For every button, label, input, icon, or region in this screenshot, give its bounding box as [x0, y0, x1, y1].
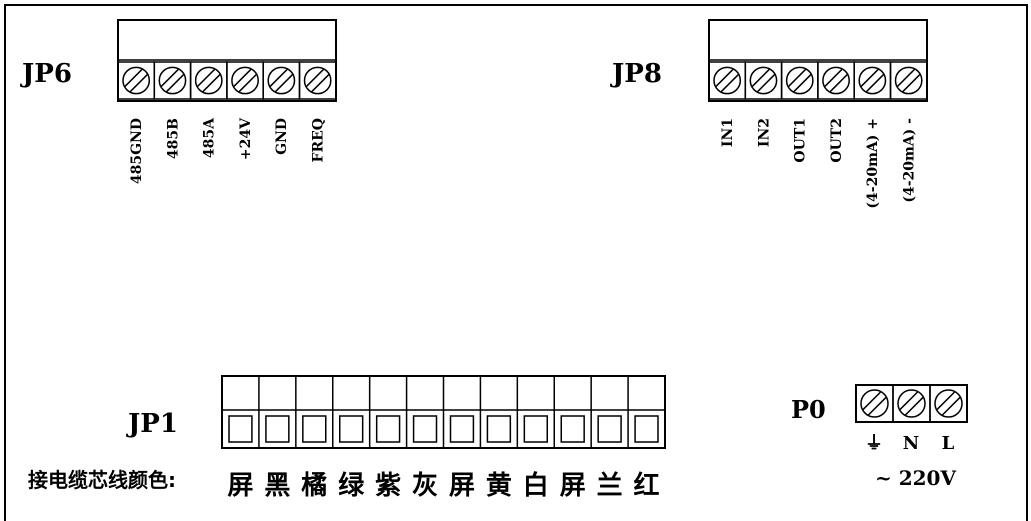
jp6-screw-icon — [226, 61, 264, 100]
jp6-screw-icon — [298, 61, 337, 100]
jp1-wire-color-label: 红 — [634, 470, 660, 501]
jp8-screw-icon — [889, 61, 928, 100]
jp1-wire-color-label: 绿 — [338, 471, 365, 501]
p0-pin-label: L — [942, 433, 955, 454]
p0-voltage-label: ~ 220V — [875, 466, 956, 490]
jp8-pin-label: (4-20mA) + — [865, 118, 881, 209]
jp1-terminal-slot — [412, 415, 438, 443]
p0-connector — [855, 384, 968, 423]
jp1-wire-color-label: 屏 — [227, 471, 253, 501]
jp6-pin-label: 485B — [165, 118, 181, 159]
jp1-color-labels: 屏黑橘绿紫灰屏黄白屏兰红 — [227, 470, 659, 501]
jp1-terminal-slot — [560, 415, 585, 443]
p0-screw-icon — [929, 384, 968, 423]
jp8-pin-label: IN2 — [756, 118, 772, 147]
jp6-pin-label: 485A — [202, 117, 218, 158]
jp6-label: JP6 — [20, 59, 72, 89]
jp1-terminal-slot — [634, 415, 659, 443]
p0-pin-labels: ⏚ N L — [865, 433, 955, 454]
jp1-terminal-slot — [265, 415, 290, 443]
jp8-pin-label: OUT2 — [829, 118, 845, 163]
jp6-pin-label: GND — [274, 118, 290, 155]
jp8-connector — [708, 19, 928, 102]
jp1-wire-color-label: 橘 — [301, 471, 327, 501]
jp6-pin-label: +24V — [238, 117, 254, 160]
jp8-pin-label: (4-20mA) - — [902, 118, 918, 203]
ground-icon: ⏚ — [865, 433, 883, 454]
jp1-terminal-slot — [597, 415, 622, 443]
jp1-wire-color-label: 屏 — [560, 471, 586, 501]
jp1-terminal-slot — [228, 415, 253, 443]
jp1-cable-color-caption: 接电缆芯线颜色: — [28, 468, 176, 492]
jp1-terminal-slot — [523, 415, 548, 443]
jp1-wire-color-label: 灰 — [412, 471, 438, 501]
jp6-pin-label: FREQ — [311, 118, 327, 162]
jp1-terminal-slot — [302, 415, 327, 443]
jp1-terminal-slot — [375, 415, 401, 443]
jp6-pin-labels: 485GND 485B 485A +24V GND FREQ — [129, 117, 327, 184]
p0-label: P0 — [791, 395, 826, 424]
jp1-wire-color-label: 屏 — [449, 471, 475, 501]
jp6-pin-label: 485GND — [129, 118, 145, 184]
jp1-wire-color-label: 白 — [523, 470, 549, 501]
jp1-wire-color-label: 黄 — [486, 471, 512, 501]
board-outline — [4, 4, 1028, 521]
jp6-screw-icon — [153, 61, 192, 100]
p0-pin-label: N — [903, 433, 919, 454]
jp1-terminal-slot — [449, 415, 475, 443]
jp1-wire-color-label: 黑 — [264, 471, 290, 501]
jp8-label: JP8 — [610, 59, 662, 89]
jp1-wire-color-label: 紫 — [375, 471, 401, 501]
jp8-pin-label: OUT1 — [793, 118, 809, 163]
jp1-connector — [221, 375, 666, 449]
jp6-connector — [117, 19, 337, 102]
jp1-terminal-slot — [339, 415, 364, 443]
jp1-wire-color-label: 兰 — [597, 471, 623, 501]
jp8-pin-labels: IN1 IN2 OUT1 OUT2 (4-20mA) + (4-20mA) - — [720, 118, 918, 209]
jp1-terminal-slot — [486, 415, 512, 443]
jp1-label: JP1 — [126, 409, 178, 439]
jp8-pin-label: IN1 — [720, 118, 736, 147]
